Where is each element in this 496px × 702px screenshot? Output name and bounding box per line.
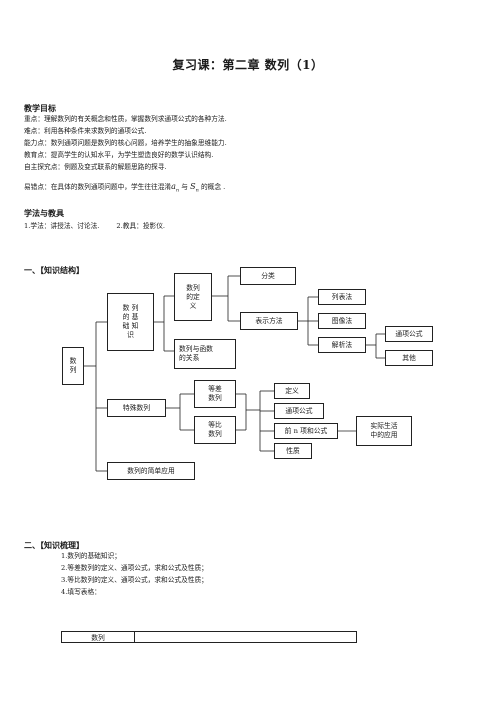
sub-n-s: n [195, 187, 199, 194]
goal-line-explore: 自主探究点：例题及变式联系的解题思路的探寻. [24, 163, 167, 171]
node-classification: 分类 [240, 267, 296, 285]
easy-error-prefix: 易错点：在具体的数列通项问题中，学生往往混淆 [24, 183, 172, 191]
node-other: 其他 [385, 350, 433, 366]
node-basic-knowledge: 数 列 的 基 础 知 识 [107, 293, 154, 351]
table-cell-empty[interactable] [135, 632, 356, 642]
review-item: 1.数列的基础知识； [61, 552, 121, 560]
node-sequence-root: 数 列 [62, 347, 84, 385]
node-general-formula: 通项公式 [385, 326, 433, 342]
node-special-sequence: 特殊数列 [107, 399, 166, 417]
var-s: S [190, 182, 196, 191]
easy-error-mid: 与 [181, 183, 188, 191]
page-title: 复习课：第二章 数列（1） [172, 58, 324, 72]
node-arithmetic-sequence: 等差 数列 [194, 380, 236, 408]
node-general-term: 通项公式 [274, 403, 324, 419]
node-simple-application: 数列的简单应用 [107, 462, 195, 480]
goal-line-education: 教育点：提高学生的认知水平，为学生塑造良好的数学认识结构. [24, 151, 214, 159]
var-a: a [171, 182, 176, 191]
node-definition-prop: 定义 [274, 383, 310, 399]
node-graph-method: 图像法 [318, 313, 366, 329]
goal-line-key: 重点：理解数列的有关概念和性质，掌握数列求通项公式的各种方法. [24, 115, 227, 123]
goals-heading: 教学目标 [24, 103, 56, 113]
methods-line: 1.学法：讲授法、讨论法. 2.教具：投影仪. [24, 222, 166, 230]
node-list-method: 列表法 [318, 289, 366, 305]
review-heading: 二、【知识梳理】 [24, 540, 84, 550]
goal-line-easy-error: 易错点：在具体的数列通项问题中，学生往往混淆an 与 Sn 的概念 . [24, 182, 225, 195]
goal-line-difficulty: 难点：利用各种条件来求数列的通项公式. [24, 127, 147, 135]
node-real-life-application: 实际生活 中的应用 [356, 416, 412, 446]
easy-error-suffix: 的概念 . [200, 183, 226, 191]
node-geometric-sequence: 等比 数列 [194, 416, 236, 444]
methods-heading: 学法与教具 [24, 208, 64, 218]
fill-in-table: 数列 [61, 631, 357, 643]
table-cell-sequence: 数列 [62, 632, 135, 642]
structure-heading: 一、【知识结构】 [24, 265, 84, 275]
review-item: 3.等比数列的定义、通项公式，求和公式及性质； [61, 576, 208, 584]
node-representation: 表示方法 [240, 312, 298, 330]
node-analytic-method: 解析法 [318, 337, 366, 353]
node-function-relation: 数列与函数 的关系 [174, 339, 236, 369]
node-property: 性质 [274, 443, 312, 459]
review-item: 2.等差数列的定义、通项公式，求和公式及性质； [61, 564, 208, 572]
review-item: 4.填写表格： [61, 588, 101, 596]
node-sum-formula: 前 n 项和公式 [274, 423, 338, 439]
node-definition: 数列 的定 义 [174, 273, 212, 321]
sub-n-a: n [175, 187, 180, 194]
goal-line-ability: 能力点：数列通项问题是数列的核心问题，培养学生的抽象思维能力. [24, 139, 227, 147]
